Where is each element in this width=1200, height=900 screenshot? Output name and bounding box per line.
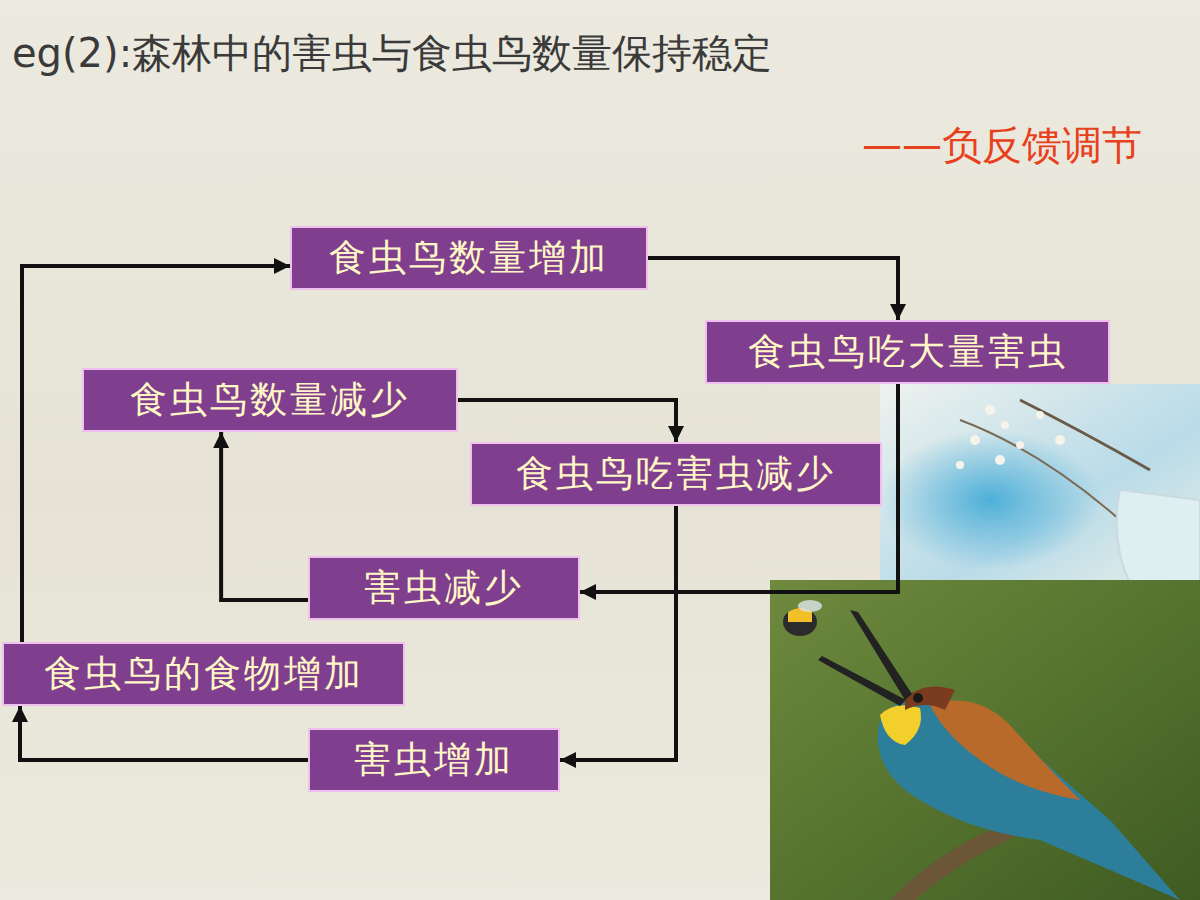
box-text: 害虫减少 xyxy=(364,558,524,618)
feedback-arrow xyxy=(221,432,308,600)
bird-photo xyxy=(770,580,1200,900)
subtitle-label: ——负反馈调节 xyxy=(862,118,1142,173)
process-box: 食虫鸟吃害虫减少 xyxy=(470,442,882,506)
process-box: 食虫鸟的食物增加 xyxy=(2,642,405,706)
box-text: 食虫鸟吃大量害虫 xyxy=(748,322,1068,382)
title: eg(2):森林中的害虫与食虫鸟数量保持稳定 xyxy=(12,26,772,81)
process-box: 食虫鸟数量增加 xyxy=(290,226,648,290)
box-text: 害虫增加 xyxy=(354,730,514,790)
vase-picture xyxy=(880,384,1200,584)
process-box: 害虫增加 xyxy=(308,728,560,792)
box-text: 食虫鸟的食物增加 xyxy=(44,644,364,704)
process-box: 害虫减少 xyxy=(308,556,580,620)
feedback-arrow xyxy=(22,266,290,642)
feedback-arrow xyxy=(560,506,676,760)
box-text: 食虫鸟数量减少 xyxy=(130,370,410,430)
feedback-arrow xyxy=(458,400,676,442)
process-box: 食虫鸟数量减少 xyxy=(82,368,458,432)
feedback-arrow xyxy=(20,706,308,760)
box-text: 食虫鸟数量增加 xyxy=(329,228,609,288)
feedback-arrow xyxy=(648,258,898,320)
process-box: 食虫鸟吃大量害虫 xyxy=(705,320,1110,384)
box-text: 食虫鸟吃害虫减少 xyxy=(516,444,836,504)
